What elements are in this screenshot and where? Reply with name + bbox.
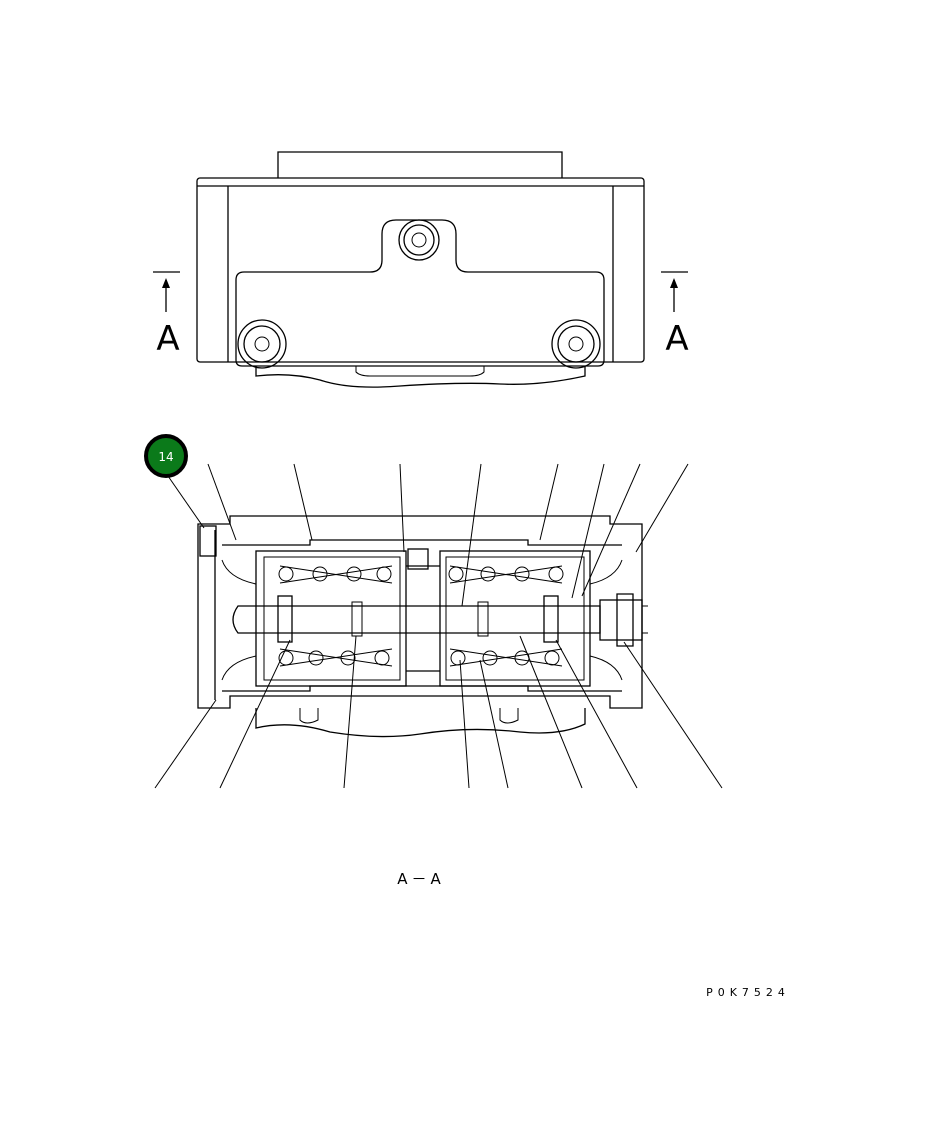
bolt-right	[551, 319, 601, 369]
section-marker-left	[153, 271, 180, 312]
callout-circle[interactable]	[144, 434, 188, 478]
spring-right-upper	[448, 565, 564, 584]
section-letter-right: A	[665, 319, 688, 359]
drawing-code: P0K7524	[706, 986, 790, 999]
top-view: A A	[153, 151, 689, 388]
leader-lines-bottom	[154, 635, 723, 789]
spring-right-lower	[449, 648, 563, 667]
callout-number: 14	[158, 450, 173, 464]
section-marker-right	[661, 271, 688, 312]
leader-lines-top	[207, 463, 689, 607]
spring-left-upper	[278, 565, 393, 584]
bolt-left	[237, 319, 287, 369]
spring-left-lower	[278, 648, 393, 667]
bolt-top	[398, 219, 440, 261]
section-title: A－A	[397, 870, 445, 888]
section-letter-left: A	[156, 319, 179, 359]
section-view: 14	[144, 434, 723, 789]
callout-14[interactable]: 14	[144, 434, 205, 529]
